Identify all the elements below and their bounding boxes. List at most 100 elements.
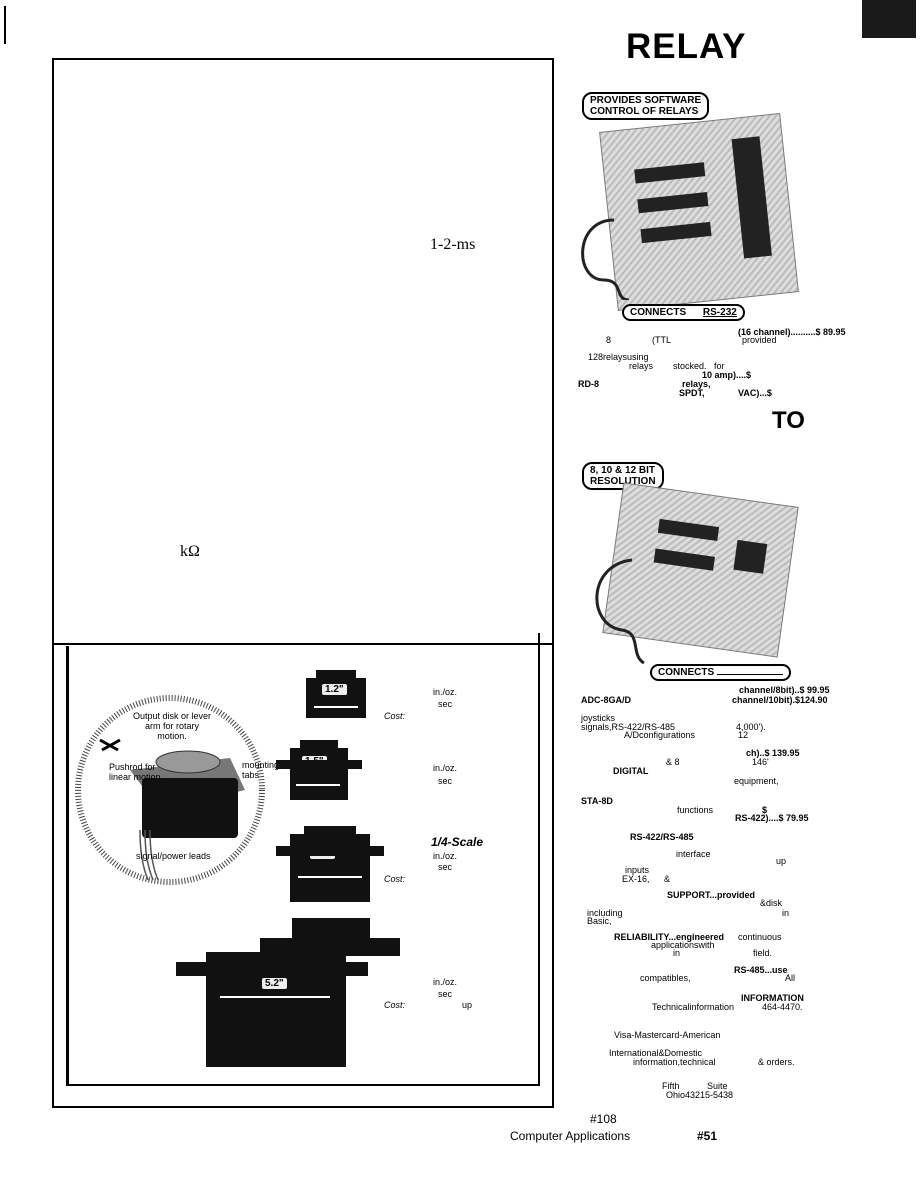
relay-chip-3	[640, 221, 712, 244]
relay-badge-line-1: PROVIDES SOFTWARE	[590, 95, 702, 106]
footer-publication: Computer Applications	[510, 1129, 631, 1143]
adc-line-17: RS-422/RS-485	[630, 832, 694, 842]
adc-line-40: International&Domestic	[609, 1048, 703, 1058]
relay-line-2c: provided	[742, 335, 777, 345]
adc-line-38: 464-4470.	[762, 1002, 803, 1012]
adc-line-33: RS-485...use	[734, 965, 788, 975]
relay-badge: PROVIDES SOFTWARE CONTROL OF RELAYS	[582, 92, 710, 120]
adc-line-30: applicationswith	[651, 940, 715, 950]
servo-2-horn	[300, 740, 338, 748]
servo-3-horn	[304, 826, 356, 834]
relay-line-2a: 8	[606, 335, 612, 345]
servo-3-arrow	[298, 876, 362, 878]
servo-2-torque: in./oz.	[433, 763, 458, 773]
relay-line-4b: stocked.	[673, 361, 707, 371]
relay-line-4c: for	[714, 361, 725, 371]
adc-chip-1	[657, 518, 720, 542]
adc-line-12: equipment,	[734, 776, 779, 786]
servo-medium: 1.5"	[290, 748, 348, 800]
adc-connects-badge: CONNECTS	[650, 664, 791, 681]
adc-line-36: INFORMATION	[741, 993, 804, 1003]
adc-cable	[595, 558, 645, 665]
relay-line-4a: relays	[629, 361, 654, 371]
relay-line-2b: (TTL	[652, 335, 671, 345]
servo-small: 1.2"	[306, 678, 366, 718]
adc-line-3: joysticks	[581, 713, 616, 723]
relay-badge-line-2: CONTROL OF RELAYS	[590, 106, 699, 117]
adc-line-8: ch)..$ 139.95	[746, 748, 800, 758]
adc-line-28: RELIABILITY...engineered	[614, 932, 725, 942]
adc-line-16: RS-422)....$ 79.95	[735, 813, 809, 823]
adc-line-45: Ohio43215-5438	[666, 1090, 734, 1100]
adc-line-35: All	[785, 973, 796, 983]
adc-line-19: up	[776, 856, 787, 866]
footer-ref-2: #51	[697, 1129, 718, 1143]
servo-4-extra: up	[462, 1000, 473, 1010]
adc-line-24: &disk	[760, 898, 783, 908]
adc-line-37: Technicalinformation	[652, 1002, 735, 1012]
adc-line-4: signals,RS-422/RS-485	[581, 722, 676, 732]
adc-line-18: interface	[676, 849, 711, 859]
servo-1-cost: Cost:	[384, 711, 406, 721]
adc-line-21: EX-16,	[622, 874, 650, 884]
figure-bottom-rule	[66, 1084, 540, 1086]
servo-4-horn	[292, 918, 370, 938]
servo-1-torque: in./oz.	[433, 687, 458, 697]
servo-1-width: 1.2"	[322, 684, 347, 695]
adc-line-23: SUPPORT...provided	[667, 890, 756, 900]
servo-3-tabs	[276, 846, 384, 856]
adc-line-7: 12	[738, 730, 749, 740]
adc-line-5: 4,000').	[736, 722, 766, 732]
servo-4-speed: sec	[438, 989, 453, 999]
servo-1-arrow	[314, 706, 358, 708]
adc-line-25: including	[587, 908, 623, 918]
signal-leads-label: signal/power leads	[136, 851, 211, 861]
relay-cable	[581, 218, 630, 300]
figure-right-rule	[538, 633, 540, 1086]
servo-3-scale: 1/4-Scale	[431, 835, 484, 849]
adc-line-13: STA-8D	[581, 796, 613, 806]
adc-chip-3	[733, 539, 768, 574]
servo-4-cost: Cost:	[384, 1000, 406, 1010]
servo-4-arrow	[220, 996, 330, 998]
left-edge-bar	[4, 6, 6, 44]
adc-line-22: &	[664, 874, 671, 884]
adc-line-15: $	[762, 805, 768, 815]
adc-line-6: A/Dconfigurations	[624, 730, 696, 740]
servo-xlarge: 5.2"	[206, 952, 346, 1067]
adc-line-41: information,technical	[633, 1057, 716, 1067]
adc-line-29: continuous	[738, 932, 782, 942]
figure-left-rule	[66, 646, 69, 1086]
servo-4-width: 5.2"	[262, 978, 287, 989]
adc-line-10: 146'	[752, 757, 769, 767]
servo-1-speed: sec	[438, 699, 453, 709]
adc-line-14: functions	[677, 805, 714, 815]
relay-line-3: 128relaysusing	[588, 352, 649, 362]
corner-tab	[862, 0, 916, 38]
adc-line-32: field.	[753, 948, 773, 958]
adc-chip-2	[653, 548, 715, 571]
servo-large: 2.3"	[290, 834, 370, 902]
ohm-fragment: kΩ	[180, 543, 200, 560]
output-disk-label: Output disk or lever arm for rotary moti…	[132, 711, 212, 741]
relay-line-6b: relays,	[682, 379, 711, 389]
servo-diagram	[75, 695, 265, 885]
adc-line-44: Suite	[707, 1081, 728, 1091]
servo-4-hub	[260, 938, 400, 956]
servo-2-tabs	[276, 760, 362, 769]
adc-line-39: Visa-Mastercard-American	[614, 1030, 721, 1040]
adc-line-0: channel/8bit)..$ 99.95	[739, 685, 830, 695]
relay-line-7a: SPDT,	[679, 388, 705, 398]
relay-line-7b: VAC)...$	[738, 388, 772, 398]
servo-2-arrow	[296, 784, 340, 786]
pushrod-label: Pushrod for linear motion.	[109, 762, 164, 782]
adc-line-43: Fifth	[662, 1081, 680, 1091]
adc-line-26: in	[782, 908, 790, 918]
adc-line-9: & 8	[666, 757, 680, 767]
relay-line-5: 10 amp)....$	[702, 370, 752, 380]
servo-3-speed: sec	[438, 862, 453, 872]
page-heading: RELAY	[626, 27, 747, 66]
section-divider	[52, 643, 554, 645]
to-heading: TO	[772, 407, 805, 434]
adc-badge-line-2: RESOLUTION	[590, 476, 656, 487]
